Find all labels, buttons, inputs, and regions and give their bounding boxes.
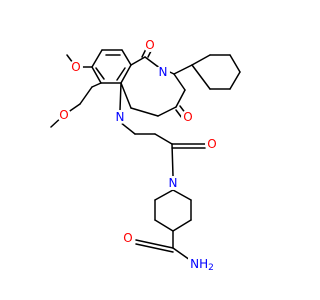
- bond-line: [172, 247, 191, 261]
- atom-label-o: O: [123, 231, 132, 245]
- bond-line: [119, 121, 136, 135]
- bond-line: [116, 67, 126, 81]
- bond-line: [91, 66, 102, 84]
- bond-line: [191, 54, 211, 66]
- atom-label-nh2: NH2: [190, 257, 214, 273]
- atom-label-n: N: [169, 176, 178, 190]
- bond-line: [144, 56, 158, 67]
- bond-line: [121, 49, 132, 66]
- bond-line: [175, 109, 183, 119]
- bond-line: [154, 133, 173, 145]
- atom-label-o: O: [145, 38, 154, 52]
- bond-line: [175, 89, 186, 108]
- bond-line: [172, 219, 192, 232]
- molecule-structure: O O O O N N O N: [50, 38, 241, 273]
- bond-line: [130, 56, 146, 66]
- atom-label-o: O: [207, 137, 216, 151]
- bond-line: [79, 86, 93, 105]
- bond-line: [191, 64, 211, 90]
- atom-label-n: N: [159, 65, 168, 79]
- atom-label-n: N: [116, 110, 125, 124]
- bond-line: [154, 189, 174, 201]
- atom-n3: N: [156, 65, 170, 79]
- bond-line: [91, 49, 103, 68]
- atom-label-o: O: [71, 60, 80, 74]
- atom-o-acyl: O: [205, 137, 219, 151]
- bond-line: [120, 82, 132, 109]
- atom-o-amide: O: [121, 231, 135, 245]
- atom-o-methoxy-7: O: [57, 108, 71, 122]
- atom-nh2: NH2: [188, 256, 216, 273]
- atom-o-methoxy-6: O: [69, 60, 83, 74]
- atom-o-c4-carbonyl: O: [143, 38, 157, 52]
- atom-n1: N: [113, 110, 127, 124]
- bond-line: [173, 64, 193, 75]
- bond-line: [172, 189, 192, 201]
- bond-line: [229, 71, 241, 90]
- bond-line: [120, 64, 132, 84]
- atom-label-o: O: [59, 108, 68, 122]
- bond-line: [95, 67, 105, 80]
- bond-line: [157, 106, 177, 117]
- atom-n-piperidine: N: [166, 176, 180, 190]
- bond-line: [91, 82, 102, 88]
- atom-labels: O O O O N N O N: [57, 38, 219, 273]
- bond-line: [173, 73, 186, 91]
- bond-line: [171, 143, 174, 177]
- atom-o-c2-carbonyl: O: [181, 110, 195, 124]
- bond-lines: [50, 46, 241, 261]
- bond-line: [229, 54, 241, 73]
- bond-line: [135, 239, 174, 249]
- atom-label-o: O: [183, 110, 192, 124]
- bond-line: [135, 243, 174, 253]
- bond-line: [130, 107, 159, 117]
- bond-line: [119, 82, 122, 111]
- bond-line: [154, 219, 174, 232]
